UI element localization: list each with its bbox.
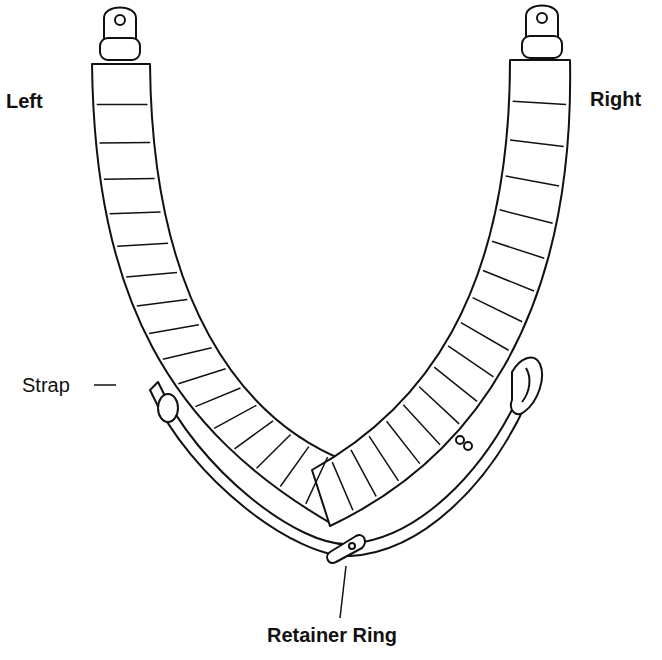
strap-mark — [280, 447, 308, 487]
strap-mark — [100, 142, 151, 144]
top-clip — [526, 6, 558, 41]
strap-mark — [149, 325, 199, 334]
left-knob — [158, 394, 178, 422]
strap-mark — [97, 104, 148, 106]
strap-mark — [110, 212, 161, 214]
strap-mark — [434, 367, 477, 401]
ring-buckle — [327, 535, 365, 563]
right-strap — [312, 60, 570, 526]
strap-mark — [126, 273, 177, 278]
strap-mark — [306, 457, 328, 504]
strap-mark — [351, 450, 376, 497]
strap-mark — [178, 369, 225, 384]
strap-mark — [137, 300, 187, 306]
strap-mark — [461, 323, 509, 351]
leader-line — [94, 384, 116, 386]
strap-mark — [332, 462, 353, 510]
strap-mark — [235, 421, 274, 449]
part-label: Right — [590, 88, 641, 110]
strap-mark — [104, 178, 155, 180]
right-hook — [511, 358, 542, 415]
leader-line — [340, 566, 346, 618]
strap-mark — [195, 388, 240, 407]
strap-mark — [369, 436, 398, 481]
strap-mark — [500, 210, 553, 223]
strap-mark — [448, 346, 493, 377]
strap-mark — [506, 176, 559, 186]
part-label: Strap — [22, 374, 70, 396]
part-label: Left — [6, 90, 43, 112]
strap-mark — [513, 101, 566, 104]
strap-mark — [510, 140, 564, 147]
strap-mark — [403, 405, 440, 445]
top-clip — [104, 8, 136, 43]
strap-mark — [419, 387, 459, 424]
left-strap — [92, 64, 348, 524]
strap-mark — [387, 421, 420, 463]
strap-mark — [117, 243, 168, 246]
strap-mark — [483, 270, 534, 291]
strap-mark — [163, 348, 212, 360]
strap-mark — [492, 241, 544, 258]
strap-mark — [473, 298, 522, 322]
part-label: Retainer Ring — [267, 624, 397, 646]
strap-mark — [257, 435, 291, 469]
strap-mark — [214, 405, 256, 428]
